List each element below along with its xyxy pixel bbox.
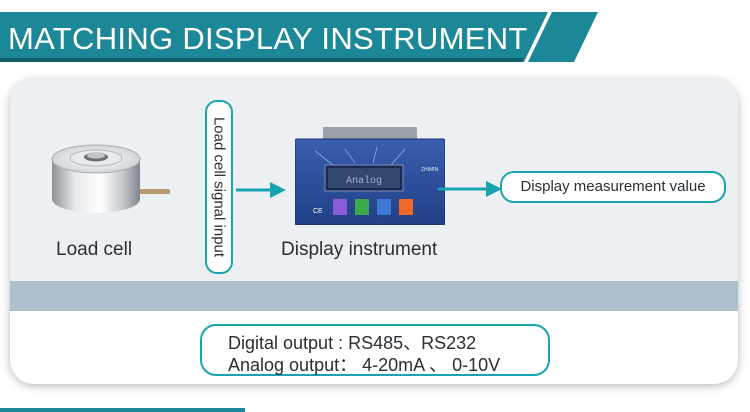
analog-output-text: Analog output： 4-20mA 、 0-10V xyxy=(228,355,501,375)
digital-output-text: Digital output : RS485、RS232 xyxy=(228,333,477,353)
signal-input-label: Load cell signal input xyxy=(210,116,228,258)
header-banner: MATCHING DISPLAY INSTRUMENT xyxy=(0,12,600,62)
display-instrument-image: Analog ZHIMIN CE xyxy=(294,127,446,230)
bottom-accent-line xyxy=(0,408,245,412)
load-cell-image xyxy=(46,141,176,230)
banner-shape xyxy=(0,12,598,62)
signal-input-pill: Load cell signal input xyxy=(205,100,233,274)
output-info-pill: Digital output : RS485、RS232 Analog outp… xyxy=(200,324,550,376)
page-title: MATCHING DISPLAY INSTRUMENT xyxy=(8,21,528,56)
load-cell-label: Load cell xyxy=(56,239,133,260)
instrument-screen-text: Analog xyxy=(346,175,382,187)
diagram-card: Load cell Load cell signal input xyxy=(10,79,738,384)
arrow-right-icon xyxy=(236,182,286,198)
svg-text:CE: CE xyxy=(313,208,323,215)
svg-text:ZHIMIN: ZHIMIN xyxy=(421,167,439,173)
measurement-value-pill: Display measurement value xyxy=(500,171,726,203)
display-instrument-label: Display instrument xyxy=(281,239,438,260)
arrow-right-icon xyxy=(438,181,502,197)
separator-band xyxy=(10,281,738,311)
